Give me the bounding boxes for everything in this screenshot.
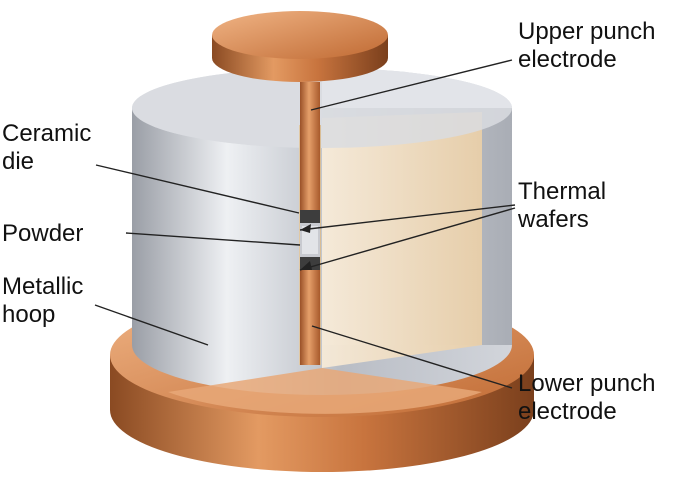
label-ceramic-die-line2: die [2, 148, 35, 175]
label-lower-punch-line2: electrode [518, 398, 617, 425]
label-thermal-wafers: Thermal wafers [518, 178, 606, 234]
leader-lines [94, 59, 516, 389]
arrowhead-wafer-top [300, 224, 311, 233]
label-metallic-hoop-line1: Metallic [2, 273, 84, 300]
label-upper-punch-line1: Upper punch [518, 18, 656, 45]
label-thermal-wafers-line2: wafers [518, 206, 589, 233]
label-upper-punch-line2: electrode [518, 46, 617, 73]
leader-thermal-wafers-2 [299, 207, 516, 271]
upper-punch [212, 11, 388, 210]
leader-metallic-hoop [94, 304, 209, 346]
label-ceramic-die-line1: Ceramic [2, 120, 92, 147]
label-upper-punch-electrode: Upper punch electrode [518, 18, 655, 74]
label-metallic-hoop: Metallic hoop [2, 273, 83, 329]
leader-lower-punch [311, 325, 513, 389]
leader-upper-punch [310, 59, 513, 111]
label-powder: Powder [2, 220, 83, 248]
leader-ceramic-die [95, 164, 300, 214]
label-powder-line1: Powder [2, 220, 84, 247]
label-lower-punch-electrode: Lower punch electrode [518, 370, 655, 426]
label-lower-punch-line1: Lower punch [518, 370, 656, 397]
label-thermal-wafers-line1: Thermal [518, 178, 607, 205]
leader-thermal-wafers-1 [299, 204, 516, 231]
arrowhead-wafer-bottom [300, 261, 312, 270]
leader-powder [125, 232, 301, 246]
label-metallic-hoop-line2: hoop [2, 301, 56, 328]
arrow-heads [300, 224, 312, 270]
label-ceramic-die: Ceramic die [2, 120, 91, 176]
lower-punch-rod [300, 270, 320, 365]
